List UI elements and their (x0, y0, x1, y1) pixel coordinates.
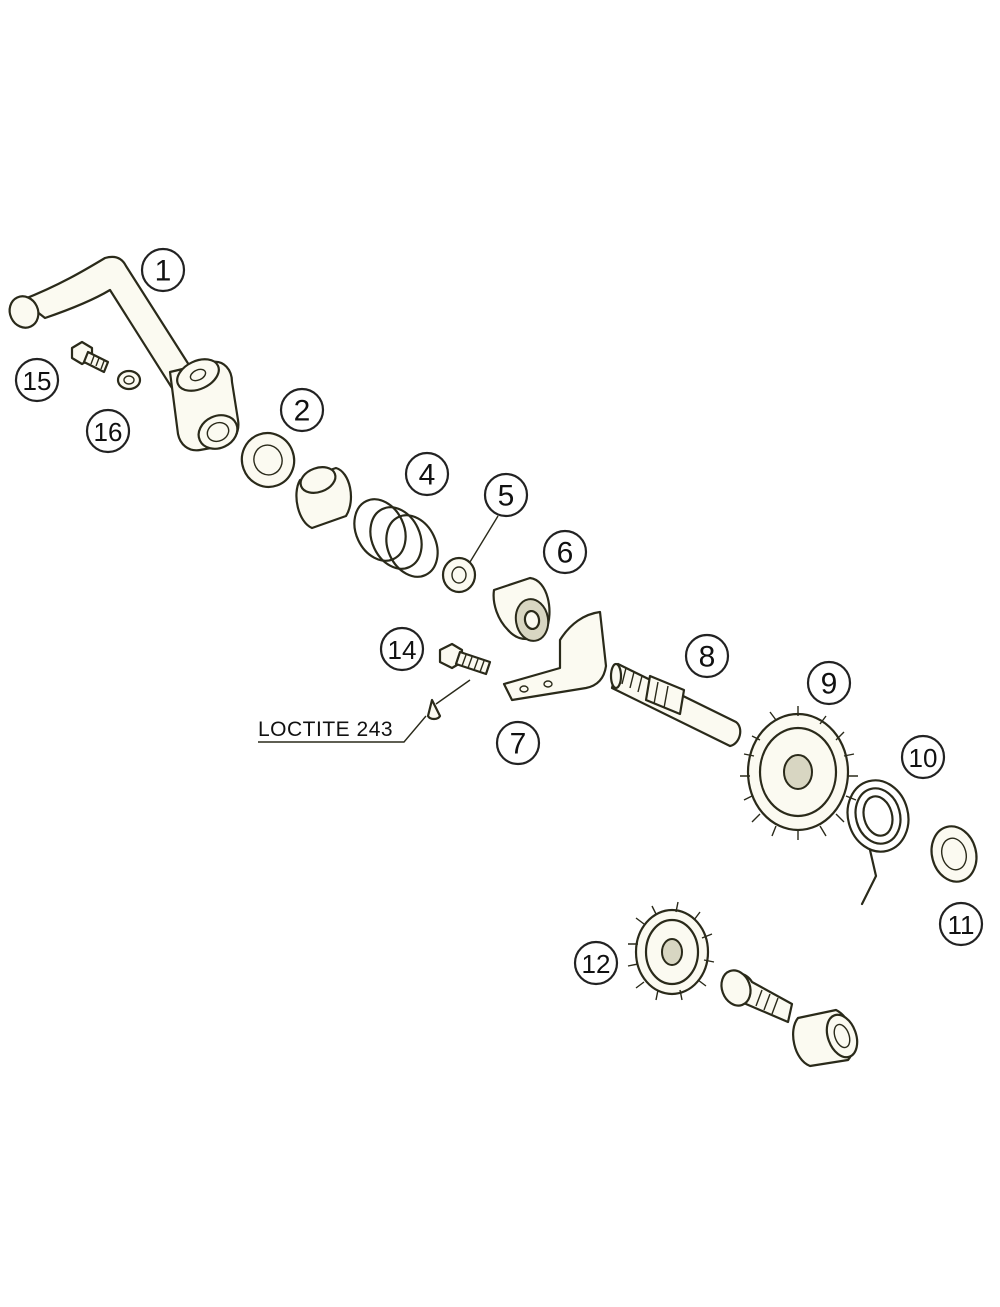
gear-bushing-part (792, 1008, 859, 1068)
callout-6: 6 (542, 529, 588, 575)
kick-lever-part (8, 255, 240, 452)
callout-10-label: 10 (909, 743, 938, 773)
seal-ring-part-2 (240, 432, 296, 488)
callout-11-label: 11 (948, 910, 975, 940)
screw-part-14 (438, 642, 492, 676)
callout-4: 4 (404, 451, 450, 497)
gear-part-9 (740, 706, 858, 840)
loctite-note: LOCTITE 243 (258, 718, 393, 741)
callout-7: 7 (495, 720, 541, 766)
callout-16: 16 (85, 408, 131, 454)
gear-part-12 (627, 901, 715, 1001)
callout-2-label: 2 (294, 395, 311, 428)
loctite-drop-icon (426, 679, 471, 721)
ring-part-11 (930, 825, 978, 883)
washer-part-16 (116, 369, 142, 391)
callout-5-label: 5 (498, 480, 515, 513)
callout-9: 9 (806, 660, 852, 706)
shaft-part-8 (609, 662, 742, 748)
gear-bolt-part (720, 969, 794, 1024)
ratchet-part-6 (492, 576, 551, 642)
callout-14: 14 (379, 626, 425, 672)
callout-10: 10 (900, 734, 946, 780)
callout-15-label: 15 (23, 366, 52, 396)
callout-6-label: 6 (557, 537, 574, 570)
loctite-leader (258, 715, 427, 743)
callout-1-label: 1 (155, 255, 172, 288)
callout-5-leader (469, 515, 499, 563)
callout-8-label: 8 (699, 641, 716, 674)
callout-1: 1 (140, 247, 186, 293)
callout-2: 2 (279, 387, 325, 433)
callout-14-label: 14 (388, 635, 417, 665)
callout-8: 8 (684, 633, 730, 679)
stopper-plate-part-7 (502, 610, 608, 702)
spring-part-4 (353, 498, 439, 578)
callout-9-label: 9 (821, 668, 838, 701)
washer-part-5 (441, 556, 477, 594)
callout-15: 15 (14, 357, 60, 403)
bushing-part (295, 466, 353, 530)
bolt-part-15 (70, 340, 110, 374)
callout-4-label: 4 (419, 459, 436, 492)
callout-12-label: 12 (582, 949, 611, 979)
callout-11: 11 (938, 901, 984, 947)
callout-7-label: 7 (510, 728, 527, 761)
callout-16-label: 16 (94, 417, 123, 447)
torsion-spring-part-10 (846, 779, 910, 906)
callout-5: 5 (483, 472, 529, 518)
callout-12: 12 (573, 940, 619, 986)
